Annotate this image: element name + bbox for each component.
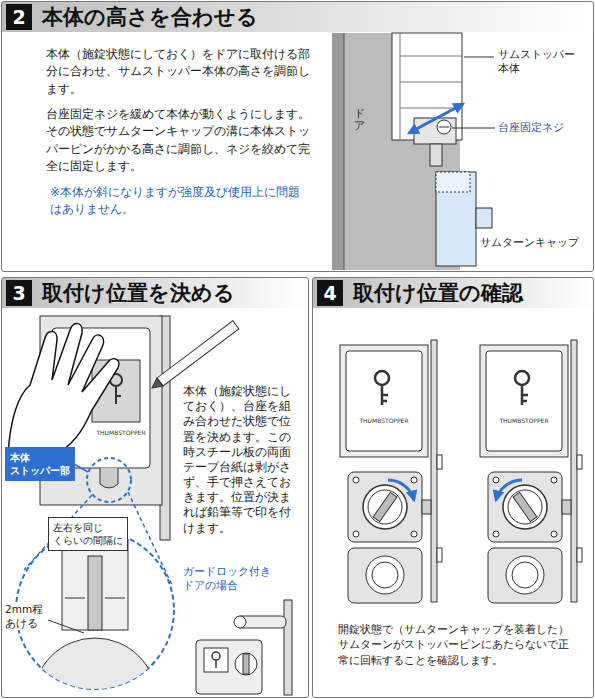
step-number-box: 3: [6, 280, 32, 306]
door-illustration: [332, 33, 495, 270]
guard-lock-illustration: [243, 654, 249, 674]
door-illustration: [409, 104, 463, 133]
step-title: 取付け位置を決める: [42, 281, 235, 306]
check-illustration: [480, 340, 582, 603]
door-illustration: [400, 56, 462, 57]
step-title: 本体の高さを合わせる: [42, 5, 258, 30]
note-label: ガードロック付き ドアの場合: [183, 565, 271, 594]
part-label: サムストッパー 本体: [498, 48, 575, 75]
header-band: [2, 2, 593, 32]
zoom-detail: [88, 556, 102, 630]
brand-mark: THUMBSTOPPER: [94, 430, 148, 437]
step-panel: 取付け位置を決める本体（施錠状態にしておく）、台座を組み合わせた状態で位置を決め…: [1, 277, 309, 698]
guard-lock-illustration: [234, 616, 246, 628]
guard-lock-illustration: [235, 653, 257, 675]
guard-lock-illustration: [196, 600, 292, 695]
door-illustration: [414, 118, 456, 144]
step-number-box: 4: [317, 280, 343, 306]
door-illustration: [439, 127, 449, 128]
door-illustration: [400, 82, 462, 83]
door-illustration: [436, 172, 476, 266]
header-band: [2, 2, 593, 308]
zoom-detail: [65, 598, 125, 599]
mounting-illustration: [87, 458, 131, 502]
guard-lock-illustration: [284, 600, 292, 695]
mounting-illustration: [157, 321, 239, 386]
brand-mark: THUMBSTOPPER: [486, 418, 562, 425]
door-illustration: [344, 33, 345, 270]
instruction-text: 開錠状態で（サムターンキャップを装着した）サムターンがストッパーピンにあたらない…: [338, 622, 572, 668]
door-illustration: [464, 57, 494, 58]
step-number: 3: [7, 281, 31, 305]
guard-lock-illustration: [204, 648, 228, 672]
mounting-illustration: [116, 386, 121, 404]
check-illustration: [340, 340, 442, 603]
door-illustration: [437, 120, 451, 134]
callout-text: 本体 ストッパー部: [10, 451, 70, 477]
part-label: 台座固定ネジ: [498, 121, 564, 135]
note-text: ※本体が斜になりますが強度及び使用上に問題はありません。: [50, 184, 308, 219]
guard-lock-illustration: [215, 660, 217, 668]
guard-lock-illustration: [212, 652, 220, 660]
check-illustration: [496, 480, 522, 500]
mounting-illustration: [149, 378, 163, 392]
part-label: サムターンキャップ: [480, 236, 579, 250]
door-illustration: [400, 33, 401, 140]
part-label: ドア: [354, 108, 365, 132]
header-band: [313, 278, 593, 308]
mounting-illustration: [100, 468, 118, 488]
step-number: 4: [318, 281, 342, 305]
check-illustration: [513, 492, 537, 521]
instruction-text: 本体（施錠状態にしておく）、台座を組み合わせた状態で位置を決めます。この時スチー…: [183, 384, 295, 536]
step-title: 取付け位置の確認: [353, 281, 523, 306]
door-illustration: [332, 33, 344, 270]
step-number-box: 2: [6, 4, 32, 30]
guard-lock-illustration: [196, 640, 262, 694]
callout-box: 左右を同じ くらいの間隔に: [48, 517, 128, 551]
door-illustration: [452, 128, 495, 129]
instruction-text: 台座固定ネジを緩めて本体が動くようにします。その状態でサムターンキャップの溝に本…: [46, 106, 310, 176]
check-illustration: [340, 340, 582, 603]
door-illustration: [430, 144, 442, 166]
zoom-detail: [33, 530, 157, 699]
door-illustration: [476, 208, 492, 228]
check-illustration: [373, 492, 397, 521]
step-panel: 本体の高さを合わせる本体（施錠状態にしておく）をドアに取付ける部分に合わせ、サム…: [1, 1, 594, 272]
door-illustration: [436, 172, 470, 192]
step-panel: 取付け位置の確認開錠状態で（サムターンキャップを装着した）サムターンがストッパー…: [312, 277, 594, 698]
header-band: [2, 278, 308, 308]
brand-mark: THUMBSTOPPER: [346, 418, 422, 425]
instruction-text: 本体（施錠状態にしておく）をドアに取付ける部分に合わせ、サムストッパー本体の高さ…: [46, 46, 310, 98]
callout-box: 本体 ストッパー部: [5, 447, 75, 481]
mounting-illustration: [149, 321, 239, 392]
check-illustration: [388, 480, 414, 500]
zoom-detail: [48, 620, 84, 633]
mounting-illustration: [74, 464, 88, 472]
step-number: 2: [7, 5, 31, 29]
zoom-detail: [33, 638, 157, 699]
callout-text: 左右を同じ くらいの間隔に: [53, 521, 123, 547]
dimension-label: 2mm程 あける: [5, 603, 43, 630]
